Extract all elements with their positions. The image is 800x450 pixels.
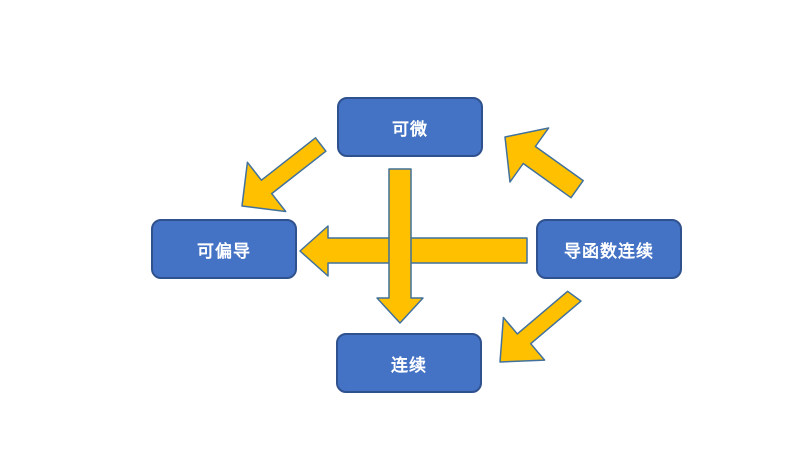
arrow-diff-to-continuous <box>376 168 424 324</box>
node-partial-derivative: 可偏导 <box>151 219 297 279</box>
arrow-dc-to-diff <box>504 127 584 199</box>
node-derivative-continuous: 导函数连续 <box>536 219 682 279</box>
node-continuous: 连续 <box>336 333 482 393</box>
arrow-dc-to-partial <box>299 225 528 277</box>
arrow-diff-to-partial <box>241 137 327 213</box>
arrow-dc-to-continuous <box>499 290 582 363</box>
node-differentiable: 可微 <box>337 97 483 157</box>
